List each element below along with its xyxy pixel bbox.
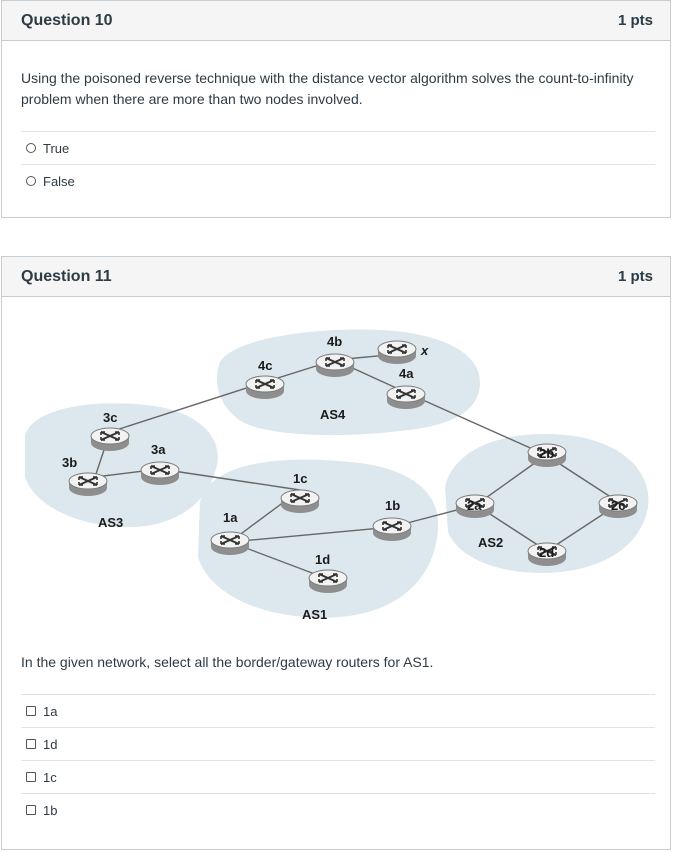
question-11-points: 1 pts	[617, 268, 653, 285]
router-x-icon	[377, 340, 417, 365]
answer-false[interactable]: False	[21, 164, 655, 197]
as4-label: AS4	[320, 407, 346, 422]
question-11-title: Question 11	[21, 267, 112, 285]
answer-1a[interactable]: 1a	[21, 694, 655, 727]
router-3c-icon	[90, 427, 130, 452]
router-1d-icon	[308, 569, 348, 594]
answer-1b[interactable]: 1b	[21, 793, 655, 826]
question-10-points: 1 pts	[617, 12, 653, 29]
question-10-title: Question 10	[21, 11, 113, 29]
router-2a-label: 2a	[467, 498, 482, 513]
router-3b-label: 3b	[62, 455, 77, 470]
checkbox-1c[interactable]	[26, 772, 36, 782]
router-1b-icon	[372, 517, 412, 542]
router-4a-icon	[386, 385, 426, 410]
as2-cloud	[445, 434, 649, 573]
answer-1a-label: 1a	[43, 703, 58, 719]
router-4b-icon	[315, 353, 355, 378]
router-3b-icon	[68, 472, 108, 497]
question-10-text: Using the poisoned reverse technique wit…	[21, 70, 634, 107]
as2-label: AS2	[478, 535, 503, 550]
as1-cloud	[198, 459, 439, 618]
as1-label: AS1	[302, 607, 327, 622]
router-4c-label: 4c	[258, 358, 272, 373]
question-11-answers: 1a 1d 1c 1b	[21, 694, 655, 826]
radio-false[interactable]	[26, 176, 36, 186]
router-4a-label: 4a	[399, 366, 414, 381]
question-10-answers: True False	[21, 131, 655, 197]
answer-1c-label: 1c	[43, 769, 57, 785]
router-2d-label: 2d	[539, 545, 554, 560]
answer-1d-label: 1d	[43, 736, 58, 752]
question-11-card: Question 11 1 pts	[1, 256, 671, 850]
question-11-header: Question 11 1 pts	[2, 257, 670, 297]
answer-true-label: True	[43, 140, 70, 156]
router-1b-label: 1b	[385, 498, 400, 513]
router-4b-label: 4b	[327, 334, 342, 349]
checkbox-1b[interactable]	[26, 805, 36, 815]
radio-true[interactable]	[26, 143, 36, 153]
router-1d-label: 1d	[315, 552, 330, 567]
checkbox-1a[interactable]	[26, 706, 36, 716]
answer-1c[interactable]: 1c	[21, 760, 655, 793]
router-1c-label: 1c	[293, 471, 307, 486]
answer-true[interactable]: True	[21, 131, 655, 164]
router-4c-icon	[245, 375, 285, 400]
answer-1d[interactable]: 1d	[21, 727, 655, 760]
router-1c-icon	[280, 489, 320, 514]
router-3a-icon	[140, 461, 180, 486]
router-1a-icon	[210, 531, 250, 556]
checkbox-1d[interactable]	[26, 739, 36, 749]
router-1a-label: 1a	[223, 510, 238, 525]
router-x-label: x	[420, 343, 429, 358]
question-10-header: Question 10 1 pts	[2, 1, 670, 41]
router-2c-label: 2c	[611, 498, 625, 513]
router-3a-label: 3a	[151, 442, 166, 457]
network-diagram: 3c 3b 3a 4c 4b x 4a 1c 1a 1b 1d 2a 2b 2c…	[25, 329, 649, 622]
question-10-card: Question 10 1 pts Using the poisoned rev…	[1, 0, 671, 218]
as3-label: AS3	[98, 515, 123, 530]
answer-false-label: False	[43, 173, 75, 189]
answer-1b-label: 1b	[43, 802, 58, 818]
router-2b-label: 2b	[539, 446, 554, 461]
router-3c-label: 3c	[103, 410, 117, 425]
as3-cloud	[25, 403, 218, 527]
question-11-text: In the given network, select all the bor…	[21, 654, 434, 670]
